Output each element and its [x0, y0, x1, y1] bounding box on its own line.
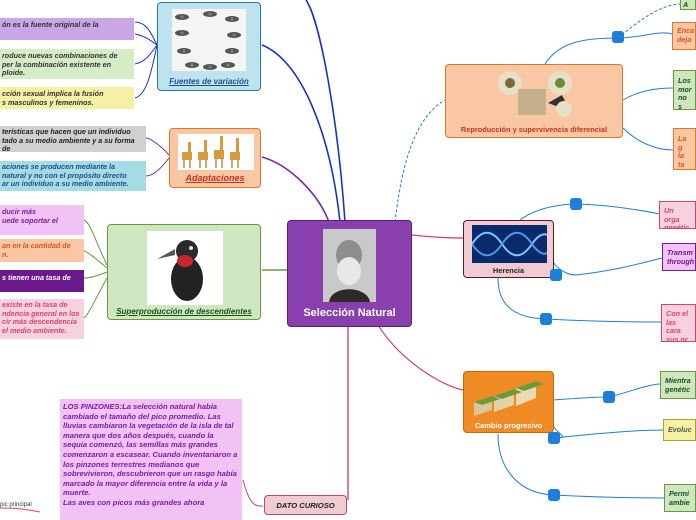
herencia-item-2[interactable]: Transm through	[662, 243, 696, 271]
dna-image	[472, 225, 547, 263]
collapse-toggle[interactable]	[548, 489, 560, 501]
reproduccion-item-1[interactable]: A	[680, 0, 696, 10]
hub-caption: Fuentes de variación	[169, 77, 249, 86]
hub-caption: Cambio progresivo	[474, 421, 543, 430]
herencia-item-1[interactable]: Un orga genétic	[659, 201, 696, 229]
adaptaciones-item-1[interactable]: terísticas que hacen que un individuo ta…	[0, 126, 146, 152]
variacion-item-3[interactable]: cción sexual implica la fusión s masculi…	[0, 87, 134, 109]
dato-curioso-text[interactable]: LOS PINZONES:La selección natural había …	[60, 399, 242, 520]
dato-curioso-caption: DATO CURIOSO	[276, 501, 335, 510]
hub-fuentes-de-variacion[interactable]: Fuentes de variación	[157, 2, 261, 91]
herencia-item-3[interactable]: Con el las cara sus pr	[661, 304, 696, 342]
central-title: Selección Natural	[303, 307, 396, 319]
cambio-item-3[interactable]: Permi ambie	[664, 484, 696, 512]
topic-principal-label: pic principal	[0, 502, 32, 508]
reproduccion-item-4[interactable]: La g la ta dist	[673, 128, 696, 170]
collapse-toggle[interactable]	[540, 313, 552, 325]
collapse-toggle[interactable]	[603, 391, 615, 403]
bird-image	[147, 231, 223, 305]
superproduccion-item-2[interactable]: an en la cantidad de n.	[0, 239, 84, 262]
central-topic[interactable]: Selección Natural	[287, 220, 412, 327]
reproduccion-item-3[interactable]: Los mor no s	[673, 70, 696, 110]
hub-herencia[interactable]: Herencia	[463, 220, 554, 278]
collapse-toggle[interactable]	[612, 31, 624, 43]
hub-adaptaciones[interactable]: Adaptaciones	[169, 128, 261, 188]
variacion-item-2[interactable]: roduce nuevas combinaciones de per la co…	[0, 49, 134, 79]
darwin-portrait-image	[323, 229, 376, 302]
superproduccion-item-3[interactable]: s tienen una tasa de	[0, 270, 84, 292]
hub-caption: Reproducción y supervivencia diferencial	[460, 125, 608, 134]
variacion-item-1[interactable]: ón es la fuente original de la	[0, 18, 134, 40]
collapse-toggle[interactable]	[548, 432, 560, 444]
dato-curioso-label[interactable]: DATO CURIOSO	[264, 495, 347, 515]
giraffes-image	[178, 134, 254, 170]
superproduccion-item-1[interactable]: ducir más uede soportar el	[0, 205, 84, 235]
survival-collage-image	[496, 69, 576, 119]
eyes-image	[172, 9, 246, 71]
hub-reproduccion[interactable]: Reproducción y supervivencia diferencial	[445, 64, 623, 138]
hub-caption: Herencia	[492, 266, 525, 275]
strata-image	[472, 376, 547, 418]
collapse-toggle[interactable]	[570, 198, 582, 210]
hub-caption: Superproducción de descendientes	[116, 307, 252, 316]
reproduccion-item-2[interactable]: Enca deja	[672, 22, 696, 50]
cambio-item-1[interactable]: Mientra genétic	[660, 371, 696, 399]
cambio-item-2[interactable]: Evoluc	[663, 419, 696, 441]
hub-cambio-progresivo[interactable]: Cambio progresivo	[463, 371, 554, 433]
adaptaciones-item-2[interactable]: aciones se producen mediante la natural …	[0, 161, 146, 191]
hub-caption: Adaptaciones	[185, 173, 245, 183]
collapse-toggle[interactable]	[550, 269, 562, 281]
hub-superproduccion[interactable]: Superproducción de descendientes	[107, 224, 261, 320]
superproduccion-item-4[interactable]: existe en la tasa de ndencia general en …	[0, 299, 84, 339]
